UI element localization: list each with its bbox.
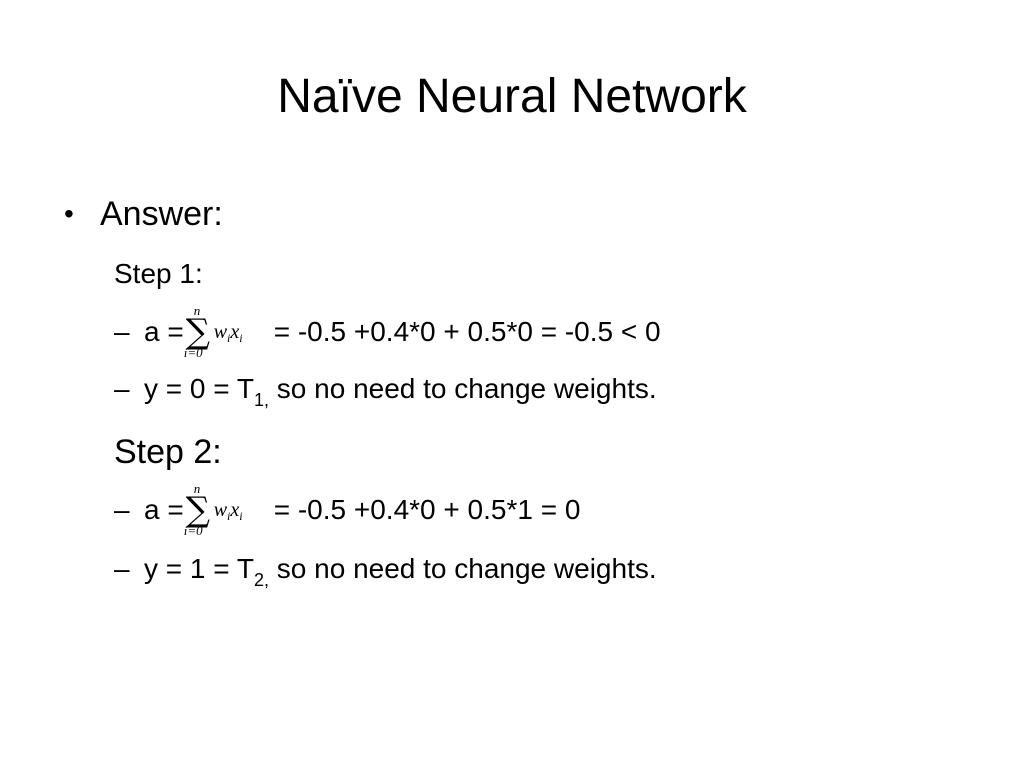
w-symbol: w bbox=[213, 499, 228, 521]
sigma-symbol: ∑ bbox=[185, 312, 210, 352]
step2-output-line: –y = 1 = T2, so no need to change weight… bbox=[114, 549, 657, 600]
sigma-symbol: ∑ bbox=[185, 490, 210, 530]
weighted-input: wixi bbox=[214, 317, 243, 353]
sum-lower-limit: i=0 bbox=[183, 523, 203, 538]
step2-y-rest: so no need to change weights. bbox=[276, 553, 657, 584]
w-subscript: i bbox=[227, 331, 231, 345]
step2-label: Step 2: bbox=[114, 433, 222, 471]
dash-marker: – bbox=[114, 316, 130, 347]
step1-y-prefix: y = 0 = T bbox=[144, 373, 254, 404]
sum-upper-limit: n bbox=[193, 481, 201, 496]
step1-label: Step 1: bbox=[114, 258, 203, 289]
step1-a-expression: = -0.5 +0.4*0 + 0.5*0 = -0.5 < 0 bbox=[273, 316, 661, 347]
x-subscript: i bbox=[239, 509, 243, 523]
x-symbol: x bbox=[230, 499, 240, 521]
x-subscript: i bbox=[239, 331, 243, 345]
bullet-dot: • bbox=[64, 198, 74, 229]
a-prefix: a = bbox=[144, 494, 184, 525]
step2-t-subscript: 2, bbox=[254, 570, 270, 590]
summation-formula: n ∑ i=0 wixi bbox=[184, 304, 274, 360]
step1-y-rest: so no need to change weights. bbox=[276, 373, 657, 404]
sum-lower-limit: i=0 bbox=[183, 345, 203, 360]
bullet-answer-text: Answer: bbox=[100, 195, 223, 233]
x-symbol: x bbox=[230, 321, 240, 343]
summation-formula: n ∑ i=0 wixi bbox=[184, 482, 274, 538]
a-prefix: a = bbox=[144, 316, 184, 347]
step1-t-subscript: 1, bbox=[254, 390, 270, 410]
step2-activation-line: –a = n ∑ i=0 wixi = -0.5 +0.4*0 + 0.5*1 … bbox=[114, 482, 581, 538]
step1-output-line: –y = 0 = T1, so no need to change weight… bbox=[114, 369, 657, 420]
w-symbol: w bbox=[213, 321, 228, 343]
dash-marker: – bbox=[114, 553, 130, 584]
step2-y-prefix: y = 1 = T bbox=[144, 553, 254, 584]
step2-a-expression: = -0.5 +0.4*0 + 0.5*1 = 0 bbox=[273, 494, 581, 525]
dash-marker: – bbox=[114, 494, 130, 525]
sum-upper-limit: n bbox=[193, 303, 201, 318]
step1-activation-line: –a = n ∑ i=0 wixi = -0.5 +0.4*0 + 0.5*0 … bbox=[114, 304, 661, 360]
weighted-input: wixi bbox=[214, 495, 243, 531]
w-subscript: i bbox=[227, 509, 231, 523]
dash-marker: – bbox=[114, 373, 130, 404]
slide-title: Naïve Neural Network bbox=[277, 70, 747, 123]
